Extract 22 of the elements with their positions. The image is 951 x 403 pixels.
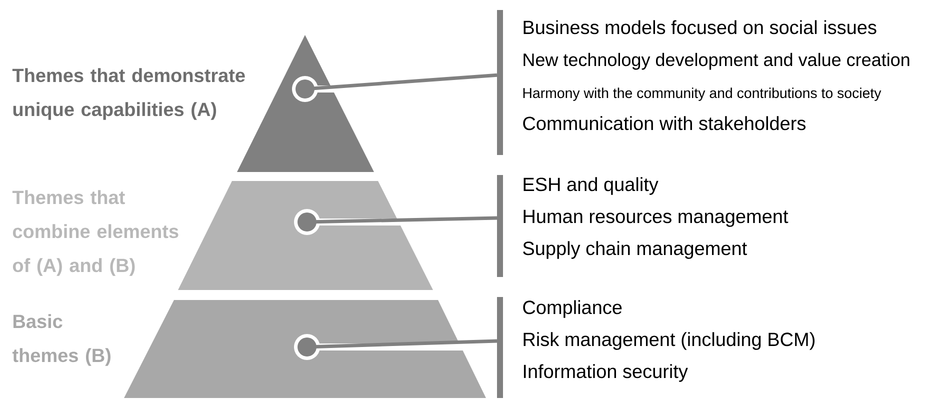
item-list: ESH and quality Human resources management Supply chain management bbox=[497, 175, 788, 277]
node-label: Themes that combine elements of (A) and (B) bbox=[12, 190, 178, 276]
node-label: Compliance bbox=[523, 300, 622, 318]
node-label: Harmony with the community and contributions to society bbox=[523, 88, 882, 101]
node-label: Human resources management bbox=[524, 210, 788, 227]
item-list: Compliance Risk management (including BCM) Information security bbox=[497, 296, 814, 398]
pyramid-tier: Basic themes (B) bbox=[12, 300, 486, 398]
node-label: Business models focused on social issues bbox=[524, 20, 876, 34]
node-label: Risk management (including BCM) bbox=[524, 332, 815, 350]
node-label: Communication with stakeholders bbox=[523, 116, 806, 130]
node-label: Themes that demonstrate unique capabilities (A) bbox=[12, 68, 245, 120]
leader-line bbox=[294, 334, 498, 360]
node-label: Basic themes (B) bbox=[12, 314, 110, 366]
leader-line bbox=[294, 208, 498, 235]
node-label: New technology development and value creation bbox=[524, 52, 910, 70]
item-list: Business models focused on social issues New technology development and value creation Harmony with the community and contributions to society Communication with stakeholders bbox=[497, 10, 910, 155]
leader-line bbox=[292, 73, 498, 102]
node-label: ESH and quality bbox=[524, 177, 658, 195]
node-label: Supply chain management bbox=[523, 241, 747, 259]
node-label: Information security bbox=[524, 364, 688, 382]
pyramid-tier: Themes that demonstrate unique capabilities (A) bbox=[12, 35, 374, 172]
pyramid-tier: Themes that combine elements of (A) and (B) bbox=[12, 181, 433, 290]
